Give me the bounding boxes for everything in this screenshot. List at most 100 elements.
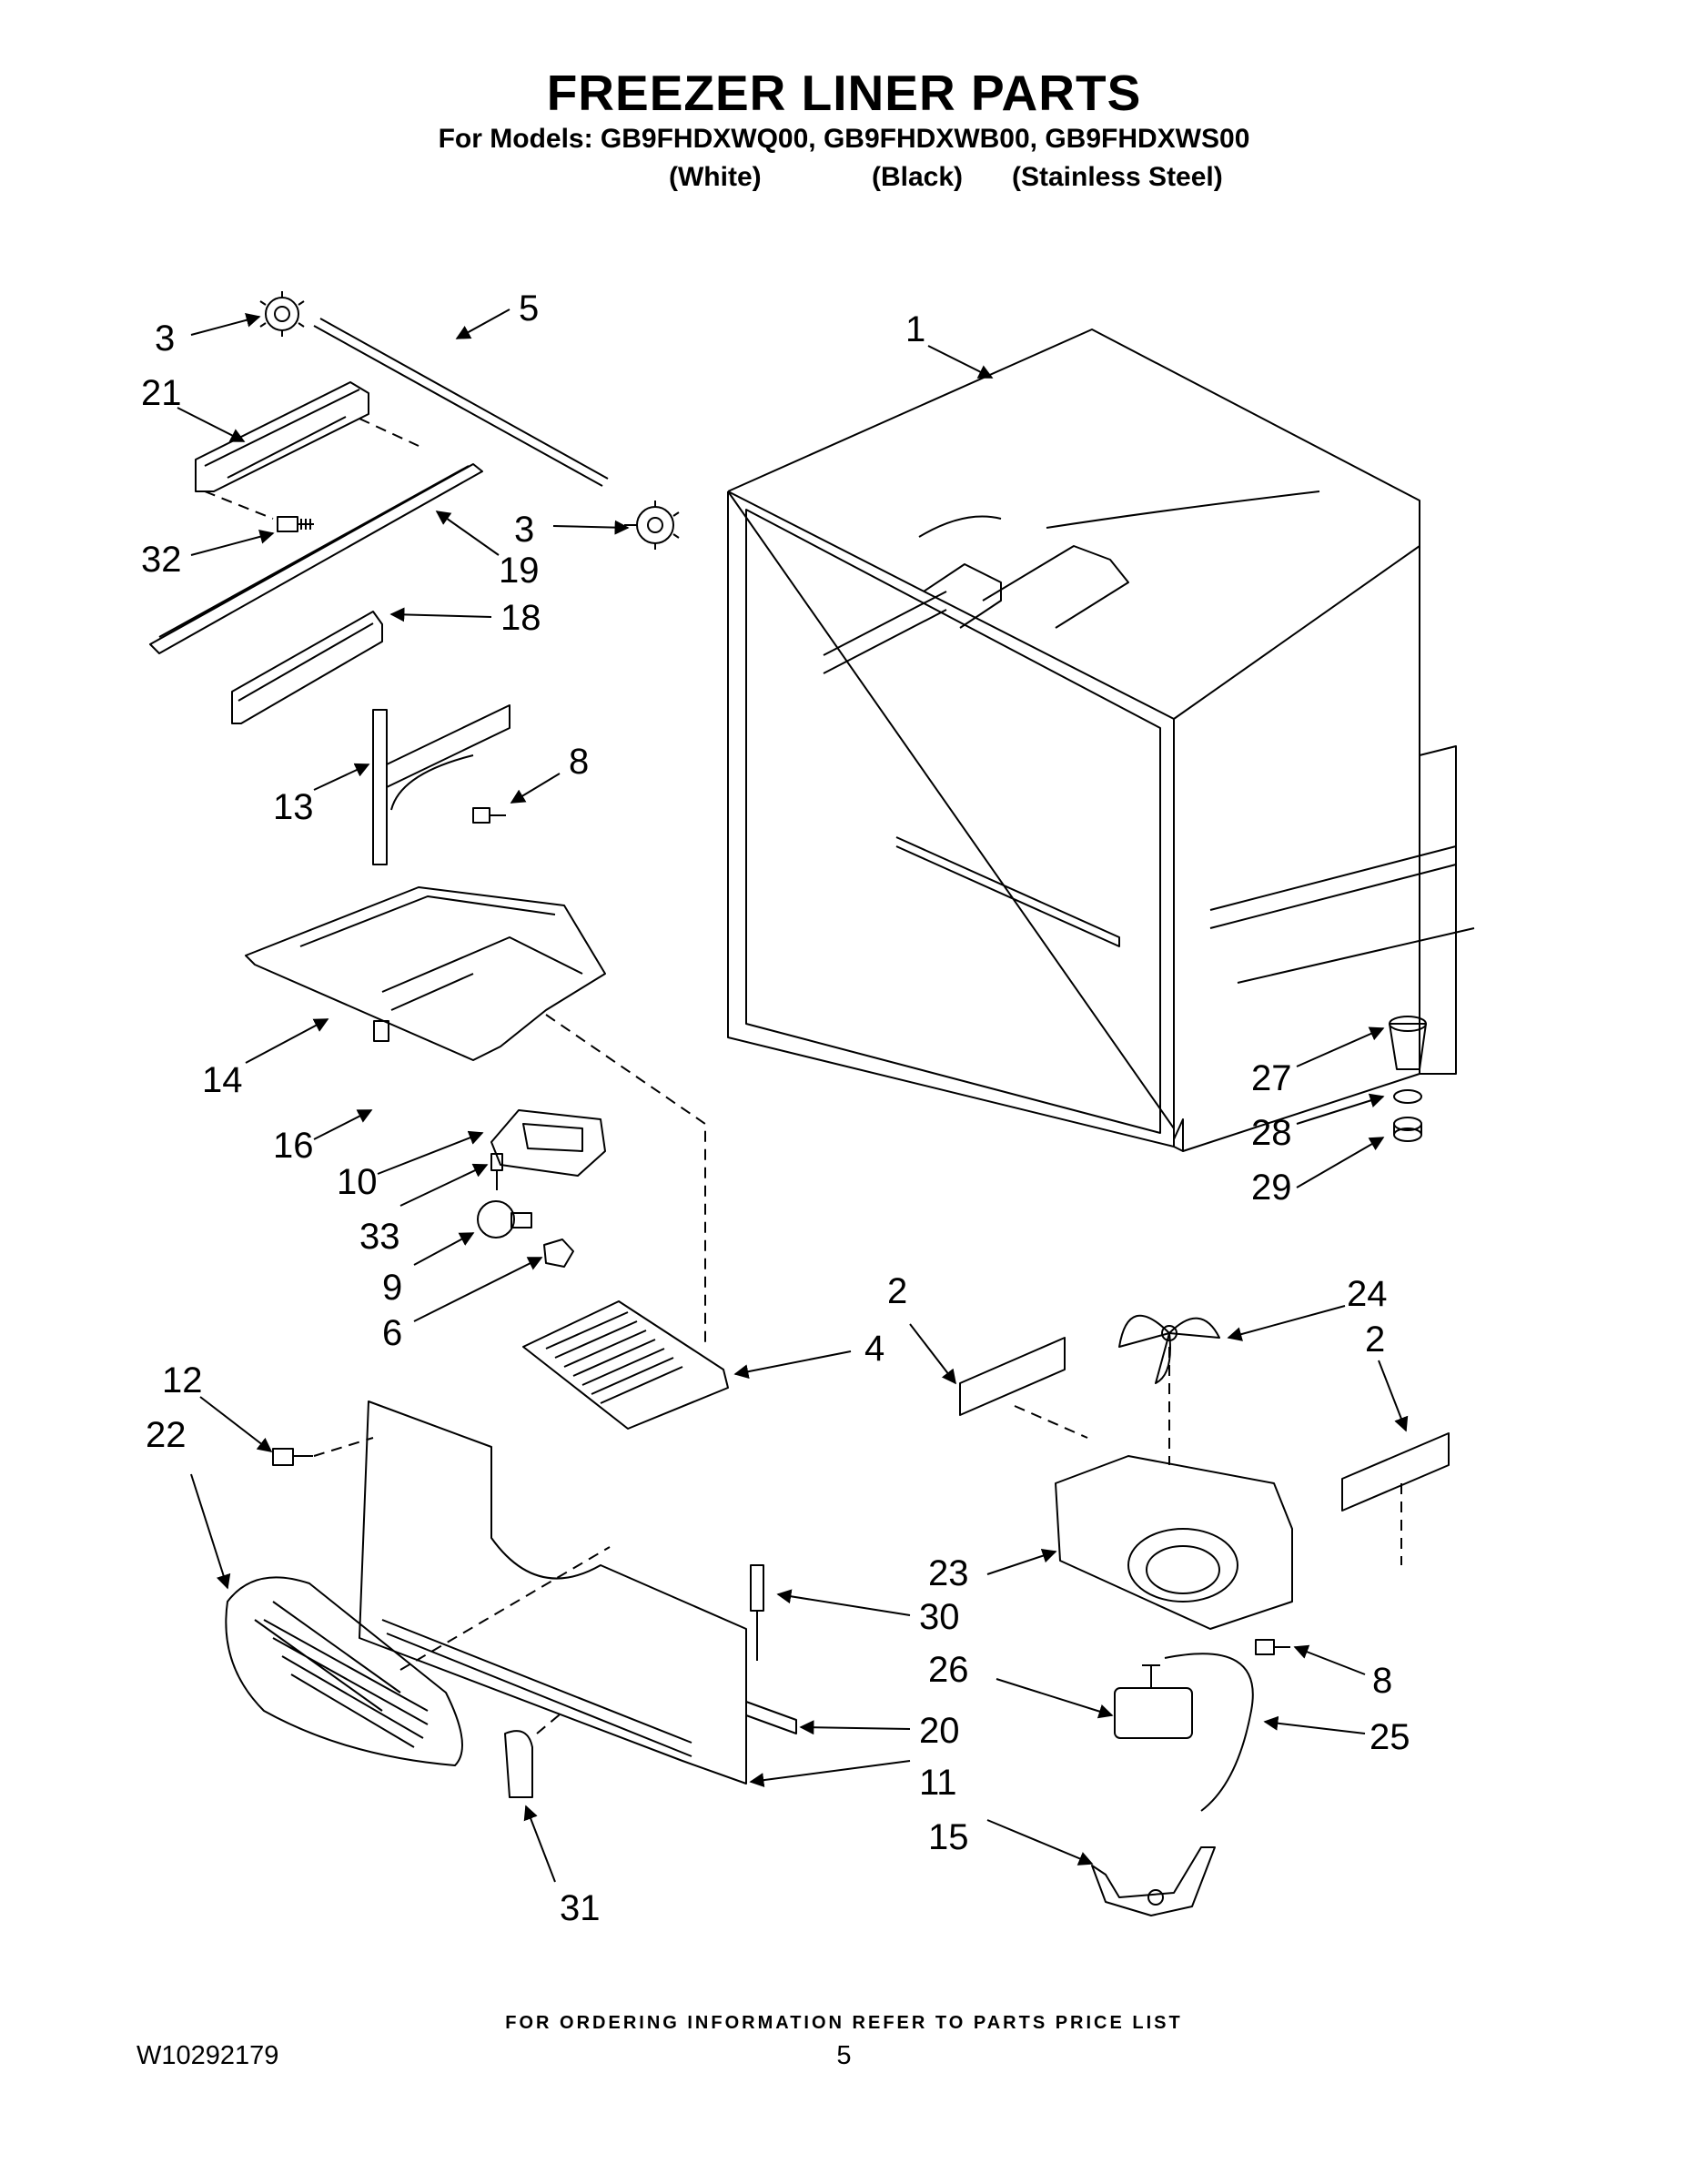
sensor-part-30 — [750, 1564, 764, 1661]
leader-line — [733, 1350, 852, 1380]
leader-line — [996, 1678, 1114, 1719]
light-housing-part-10 — [490, 1109, 606, 1177]
callout-1: 1 — [905, 309, 925, 349]
leader-line — [190, 529, 275, 556]
screw-part-12 — [272, 1448, 313, 1466]
leader-line — [313, 1109, 373, 1140]
callout-5: 5 — [519, 288, 539, 329]
callout-31: 31 — [560, 1888, 601, 1928]
leader-line — [399, 1163, 489, 1207]
leader-line — [199, 1396, 273, 1452]
color-stainless-steel: (Stainless Steel) — [1012, 162, 1223, 192]
switch-part-16 — [373, 1020, 389, 1042]
screw-part-33 — [490, 1153, 503, 1190]
dashed-guide — [204, 418, 419, 520]
pad-part-2-left — [959, 1337, 1066, 1416]
leader-line — [523, 1805, 556, 1883]
leader-line — [1296, 1137, 1385, 1188]
motor-bracket-part-15 — [1091, 1846, 1216, 1916]
leader-line — [1293, 1644, 1366, 1675]
callout-15: 15 — [928, 1817, 969, 1857]
color-white: (White) — [669, 162, 762, 192]
callout-3: 3 — [514, 510, 534, 550]
fan-blade-part-24 — [1118, 1314, 1220, 1384]
dashed-guide — [1014, 1347, 1402, 1565]
callout-28: 28 — [1251, 1113, 1292, 1153]
leader-line — [245, 1018, 329, 1064]
callout-22: 22 — [146, 1415, 187, 1455]
leader-line — [1227, 1305, 1346, 1341]
screw-part-8-upper — [472, 807, 506, 824]
leader-line — [435, 511, 500, 556]
callout-27: 27 — [1251, 1058, 1292, 1098]
grille-cover-part-4 — [522, 1300, 729, 1430]
model-list: For Models: GB9FHDXWQ00, GB9FHDXWB00, GB… — [438, 124, 1250, 154]
color-black: (Black) — [872, 162, 964, 192]
rod-part-5 — [313, 318, 609, 487]
bracket-part-13 — [372, 704, 510, 865]
rear-panel-part-11 — [359, 1400, 747, 1785]
callout-2: 2 — [1365, 1320, 1385, 1360]
dashed-guide — [545, 1014, 706, 1347]
callout-13: 13 — [273, 787, 314, 827]
leader-line — [177, 407, 246, 442]
screw-part-8-lower — [1255, 1639, 1290, 1655]
clip-part-31 — [504, 1730, 533, 1798]
callout-23: 23 — [928, 1553, 969, 1593]
bracket-part-21 — [195, 381, 369, 492]
grille-part-22 — [225, 1576, 463, 1766]
gear-part-3-middle — [624, 500, 680, 550]
leader-line — [1263, 1715, 1366, 1734]
gear-part-3-top — [259, 291, 305, 337]
leader-line — [413, 1232, 475, 1266]
callout-18: 18 — [500, 598, 541, 638]
cup-part-27-rim — [1389, 1016, 1427, 1032]
socket-part-6 — [543, 1239, 574, 1268]
leader-line — [909, 1323, 956, 1385]
leader-line — [413, 1257, 543, 1322]
callout-9: 9 — [382, 1268, 402, 1308]
callout-10: 10 — [337, 1162, 378, 1202]
callout-25: 25 — [1370, 1717, 1410, 1757]
callout-24: 24 — [1347, 1274, 1388, 1314]
cup-part-27 — [1389, 1023, 1427, 1070]
motor-bracket-hole — [1147, 1889, 1164, 1906]
motor-part-26 — [1114, 1664, 1193, 1739]
leader-line — [377, 1130, 484, 1175]
screw-part-32 — [277, 516, 314, 532]
leader-line — [799, 1720, 911, 1735]
leader-line — [552, 520, 630, 535]
callout-3: 3 — [155, 318, 175, 359]
housing-part-14 — [245, 886, 606, 1061]
leader-line — [776, 1589, 911, 1616]
page-number: 5 — [836, 2041, 852, 2070]
callout-20: 20 — [919, 1711, 960, 1751]
seal-ring-part-28 — [1393, 1089, 1422, 1104]
rail-part-18 — [231, 611, 383, 724]
page-title: FREEZER LINER PARTS — [546, 65, 1142, 121]
fan-shroud-part-23 — [1055, 1455, 1293, 1630]
leader-line — [1296, 1026, 1385, 1067]
callout-14: 14 — [202, 1060, 243, 1100]
callout-12: 12 — [162, 1360, 203, 1400]
callout-4: 4 — [864, 1329, 884, 1369]
callout-16: 16 — [273, 1126, 314, 1166]
callout-30: 30 — [919, 1597, 960, 1637]
leader-line — [1296, 1093, 1385, 1125]
bulb-part-9 — [477, 1200, 532, 1239]
leader-line — [1378, 1360, 1409, 1432]
leader-line — [927, 345, 994, 379]
leader-line — [313, 763, 370, 791]
callout-8: 8 — [1372, 1661, 1392, 1701]
leader-line — [986, 1548, 1057, 1575]
leader-line — [986, 1819, 1094, 1866]
leader-line — [455, 308, 510, 339]
freezer-liner-part-1 — [727, 329, 1475, 1152]
leader-line — [190, 1473, 231, 1590]
callout-19: 19 — [499, 551, 540, 591]
strip-part-20 — [745, 1701, 797, 1734]
callout-2: 2 — [887, 1271, 907, 1311]
slide-rail-part-19 — [149, 463, 483, 654]
